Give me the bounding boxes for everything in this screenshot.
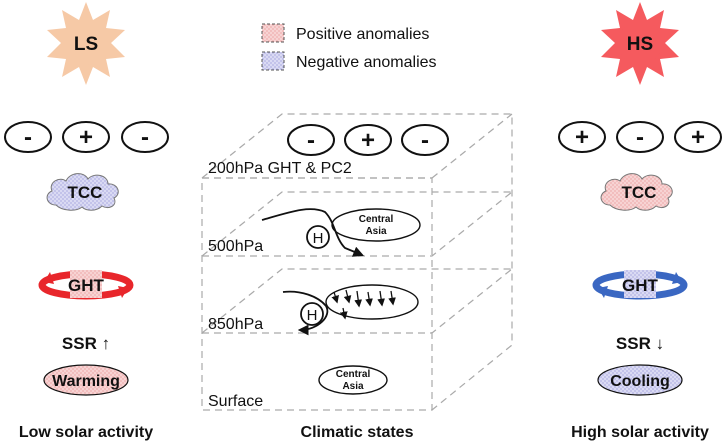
hs-sun-icon xyxy=(601,2,679,85)
wind-arrows-850 xyxy=(331,289,396,320)
svg-text:+: + xyxy=(361,127,375,154)
negative-swatch xyxy=(261,51,285,71)
svg-text:+: + xyxy=(575,124,589,151)
central-asia-surface-line2: Asia xyxy=(342,381,364,392)
right-sign-2: - xyxy=(616,121,664,153)
right-ght-icon xyxy=(592,270,688,300)
right-bottom-label: High solar activity xyxy=(571,424,709,441)
svg-text:-: - xyxy=(24,124,32,151)
positive-swatch xyxy=(261,23,285,43)
center-sign-1: - xyxy=(287,124,335,156)
warming-label: Warming xyxy=(52,373,120,390)
flow-arrow-500 xyxy=(261,208,364,257)
svg-text:-: - xyxy=(421,127,429,154)
left-bottom-label: Low solar activity xyxy=(19,424,153,441)
right-column: HS + - + TCC GHT SSR ↓ Cooling High sola… xyxy=(558,2,722,441)
svg-text:-: - xyxy=(307,127,315,154)
legend-positive-label: Positive anomalies xyxy=(296,26,429,43)
svg-text:-: - xyxy=(636,124,644,151)
left-ght-icon xyxy=(38,270,134,300)
central-asia-500-line1: Central xyxy=(359,214,394,225)
center-sign-3: - xyxy=(401,124,449,156)
central-asia-500-line2: Asia xyxy=(365,226,387,237)
right-cloud-label: TCC xyxy=(622,183,657,202)
legend: Positive anomalies Negative anomalies xyxy=(261,23,437,71)
left-column: LS - + - TCC GHT SSR ↑ Warming Low solar… xyxy=(4,2,169,441)
hs-sun-label: HS xyxy=(627,34,653,55)
right-cloud-icon xyxy=(600,173,673,211)
cooling-label: Cooling xyxy=(610,373,670,390)
warming-badge xyxy=(43,364,129,396)
high-symbol-500 xyxy=(306,225,330,249)
svg-text:-: - xyxy=(141,124,149,151)
svg-text:H: H xyxy=(307,307,318,324)
center-bottom-label: Climatic states xyxy=(301,424,414,441)
svg-text:+: + xyxy=(79,124,93,151)
left-sign-2: + xyxy=(62,121,110,153)
left-sign-3: - xyxy=(121,121,169,153)
layer-500-label: 500hPa xyxy=(208,238,263,255)
flow-arrow-850 xyxy=(282,290,329,336)
center-sign-2: + xyxy=(344,124,392,156)
layer-850-label: 850hPa xyxy=(208,316,263,333)
svg-text:H: H xyxy=(313,230,324,247)
svg-text:+: + xyxy=(691,124,705,151)
legend-negative-label: Negative anomalies xyxy=(296,54,437,71)
cooling-badge xyxy=(597,364,683,396)
ls-sun-icon xyxy=(47,2,125,85)
left-cloud-label: TCC xyxy=(68,183,103,202)
ls-sun-label: LS xyxy=(74,34,98,55)
central-asia-surface xyxy=(318,365,388,395)
center-box xyxy=(201,113,513,411)
high-symbol-850 xyxy=(300,302,324,326)
right-ssr-label: SSR ↓ xyxy=(616,334,664,353)
right-sign-3: + xyxy=(674,121,722,153)
central-asia-850 xyxy=(325,284,419,320)
central-asia-surface-line1: Central xyxy=(336,369,371,380)
left-sign-1: - xyxy=(4,121,52,153)
right-ght-label: GHT xyxy=(622,276,659,295)
center-column: - + - 200hPa GHT & PC2 Central Asia H 50… xyxy=(208,124,449,441)
left-ssr-label: SSR ↑ xyxy=(62,334,110,353)
layer-200-label: 200hPa GHT & PC2 xyxy=(208,160,352,177)
left-cloud-icon xyxy=(46,173,119,211)
layer-surface-label: Surface xyxy=(208,393,263,410)
right-sign-1: + xyxy=(558,121,606,153)
left-ght-label: GHT xyxy=(68,276,105,295)
